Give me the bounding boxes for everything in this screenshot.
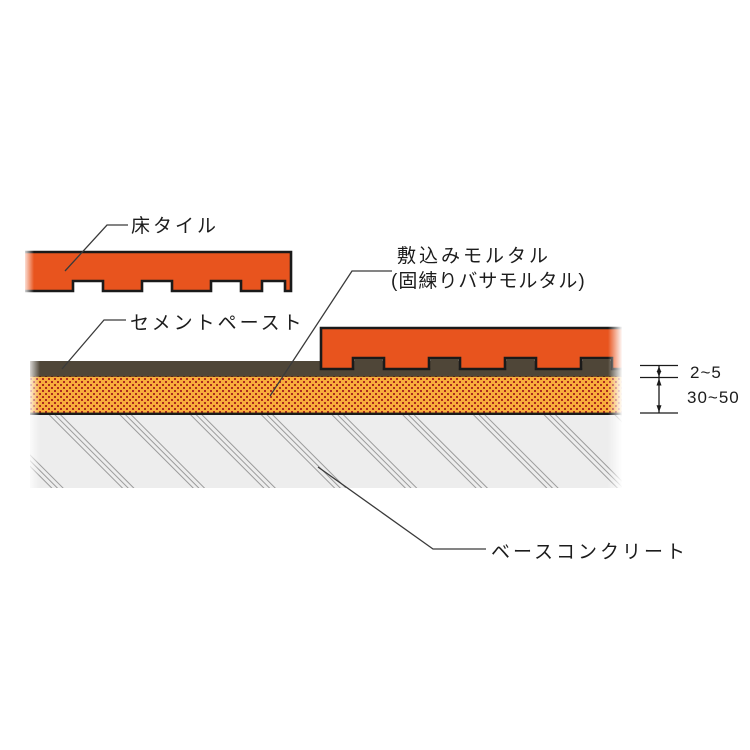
label-bedding-mortar-line2: (固練りバサモルタル) (391, 271, 586, 292)
leader-cement-paste (61, 319, 126, 370)
bedding-mortar-layer (30, 376, 622, 414)
arrowhead-down (656, 405, 662, 413)
dim-label-paste-thickness: 2~5 (690, 363, 722, 382)
dim-label-mortar-thickness: 30~50 (687, 388, 740, 407)
label-cement-paste: セメントペースト (130, 313, 305, 334)
arrowhead-down (656, 371, 662, 377)
arrowhead-up (656, 366, 662, 372)
leader-bedding-mortar (269, 270, 392, 397)
groove-paste-fill (430, 359, 459, 368)
floor-tile-exploded (25, 250, 293, 293)
leader-base-concrete (317, 466, 486, 550)
label-floor-tile: 床タイル (131, 216, 220, 237)
label-bedding-mortar-line1: 敷込みモルタル (397, 246, 552, 267)
dimension-arrowheads (656, 366, 662, 413)
label-base-concrete: ベースコンクリート (491, 542, 689, 563)
leader-floor-tile (64, 224, 128, 272)
base-concrete-hatch (30, 415, 622, 488)
floor-tile-installed (319, 326, 622, 371)
mortar-bottom-line (30, 412, 622, 415)
groove-paste-fill (354, 359, 383, 368)
arrowhead-up (656, 378, 662, 386)
groove-paste-fill (506, 359, 535, 368)
groove-paste-fill (582, 359, 611, 368)
